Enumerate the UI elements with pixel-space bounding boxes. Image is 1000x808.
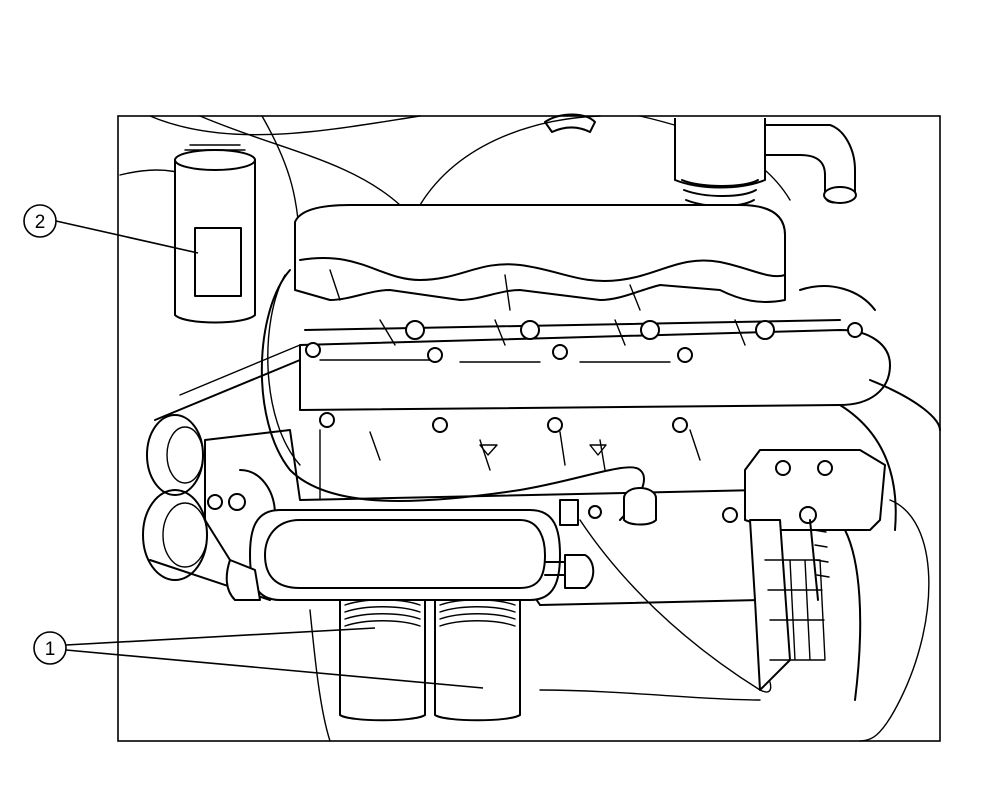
engine-drawing — [119, 113, 941, 742]
mounting-bracket — [744, 449, 886, 691]
intake-manifold — [299, 319, 891, 433]
sensors — [544, 487, 772, 693]
callout-1-leader-upper — [65, 627, 376, 646]
valve-cover — [225, 509, 561, 601]
filter-canisters — [339, 599, 521, 722]
callout-1-label: 1 — [45, 639, 56, 660]
callout-1: 1 — [33, 627, 484, 689]
oil-filter — [174, 144, 256, 324]
callout-2-label: 2 — [35, 212, 46, 233]
callout-2: 2 — [23, 204, 199, 254]
callout-2-leader — [55, 220, 199, 254]
wiring-harness — [260, 269, 645, 521]
callout-1-leader-lower — [65, 649, 484, 689]
intake-plenum — [294, 204, 786, 311]
